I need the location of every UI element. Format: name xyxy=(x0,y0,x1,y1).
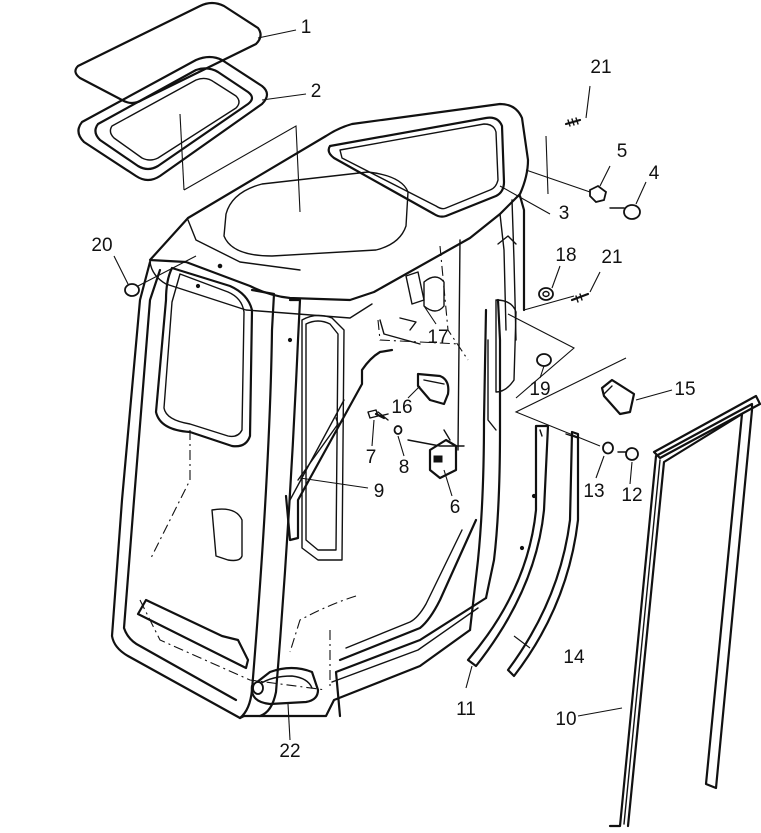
part-18-nut xyxy=(538,287,554,301)
callout-3: 3 xyxy=(559,203,570,224)
callout-7: 7 xyxy=(366,447,377,468)
part-10-door-seal xyxy=(608,394,761,828)
callout-13: 13 xyxy=(583,481,604,502)
part-19-nut xyxy=(536,353,552,367)
callout-11: 11 xyxy=(456,699,476,720)
callout-10: 10 xyxy=(555,709,576,730)
callout-4: 4 xyxy=(649,163,660,184)
part-22-step-plate xyxy=(250,666,320,706)
part-20-cap xyxy=(124,283,140,297)
callout-19: 19 xyxy=(529,379,550,400)
part-9-handrail xyxy=(284,348,394,542)
callout-21-lower: 21 xyxy=(601,247,622,268)
callout-8: 8 xyxy=(399,457,410,478)
callout-22: 22 xyxy=(279,741,300,762)
callout-6: 6 xyxy=(450,497,461,518)
part-8-washer xyxy=(393,425,403,435)
part-13-washer xyxy=(602,441,614,455)
part-7-bolt xyxy=(367,409,389,421)
callout-5: 5 xyxy=(617,141,628,162)
leader-lines xyxy=(113,29,673,741)
part-4-bolt xyxy=(609,204,641,220)
part-21-screw-upper xyxy=(564,117,582,127)
callout-17: 17 xyxy=(427,327,448,348)
part-2-roof-seal xyxy=(77,55,269,182)
callout-2: 2 xyxy=(311,81,322,102)
callout-12: 12 xyxy=(621,485,642,506)
cab-frame xyxy=(110,102,530,720)
callout-20: 20 xyxy=(91,235,112,256)
callout-9: 9 xyxy=(374,481,385,502)
part-6-lock xyxy=(407,429,465,480)
callout-16: 16 xyxy=(391,397,412,418)
part-1-roof-glass xyxy=(74,1,262,105)
callout-labels: 1 2 3 4 5 6 7 8 9 10 11 12 13 14 15 16 1… xyxy=(91,17,695,762)
part-15-cover xyxy=(600,378,636,416)
part-14-seal-strip xyxy=(506,430,580,678)
part-16-bracket xyxy=(416,372,450,406)
callout-1: 1 xyxy=(301,17,312,38)
part-21-screw-lower xyxy=(570,292,590,303)
part-5-nut xyxy=(589,184,608,203)
callout-15: 15 xyxy=(674,379,695,400)
part-12-bolt xyxy=(617,447,639,461)
callout-14: 14 xyxy=(563,647,585,668)
callout-21-upper: 21 xyxy=(590,57,611,78)
callout-18: 18 xyxy=(555,245,576,266)
part-11-door-rail xyxy=(466,424,550,668)
